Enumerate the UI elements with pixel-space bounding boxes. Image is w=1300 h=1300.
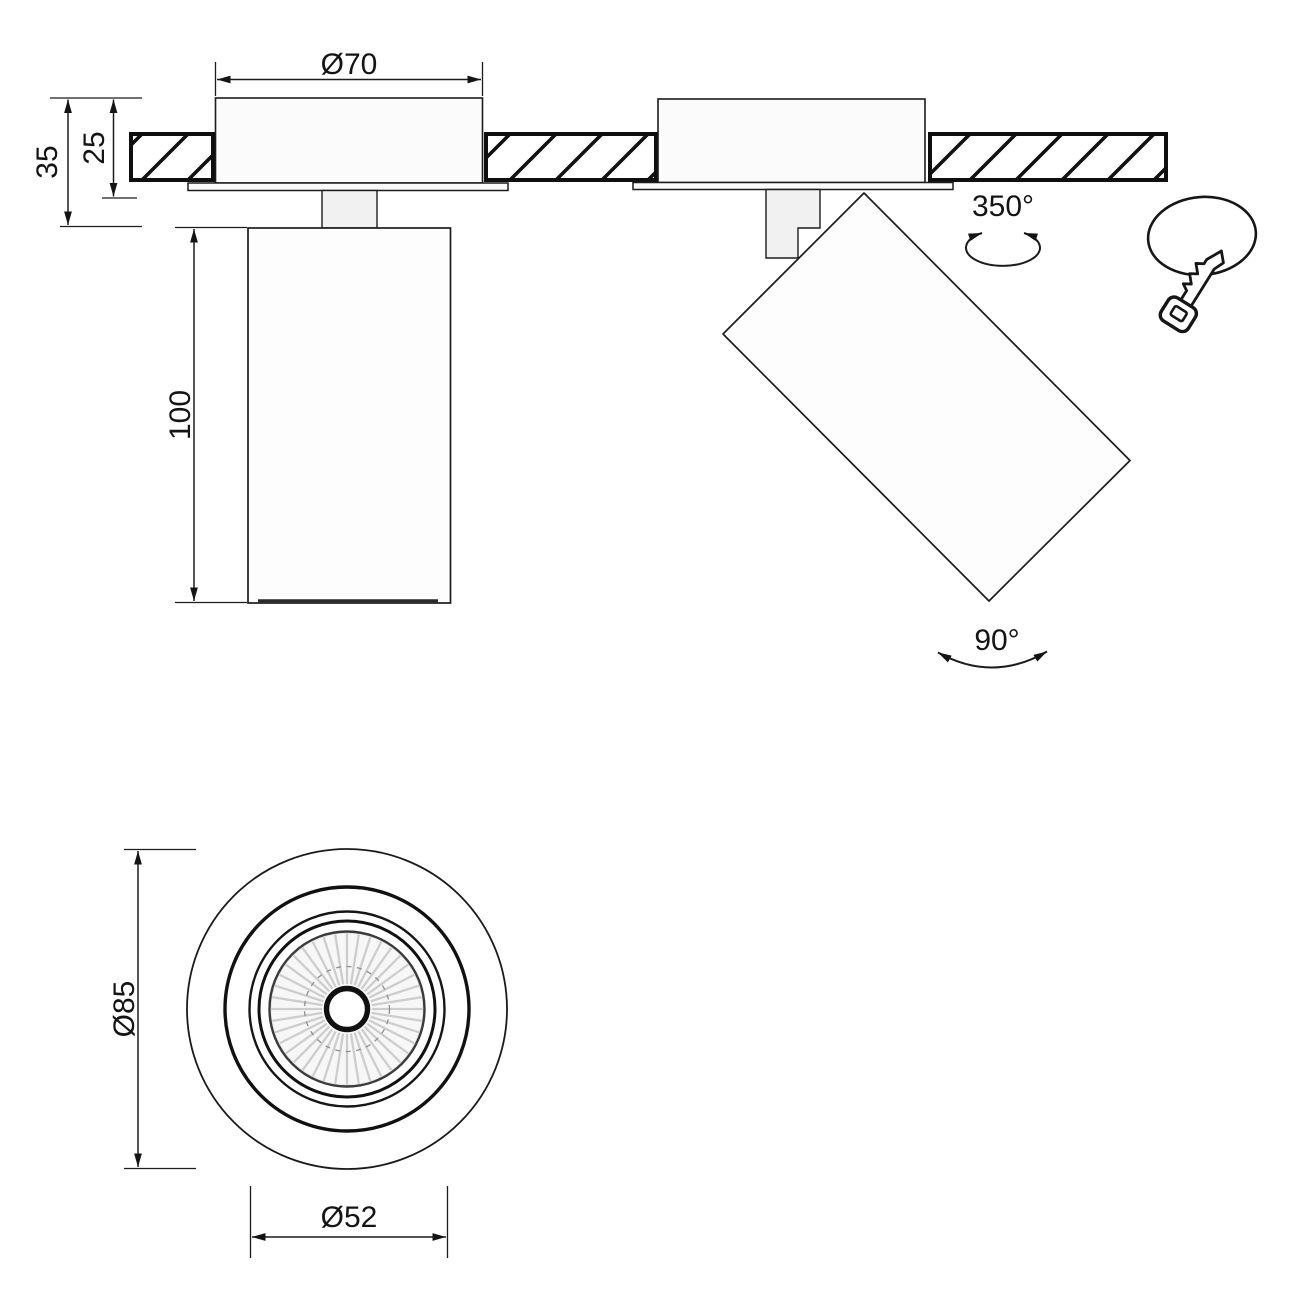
mounting-flange	[187, 182, 509, 192]
ceiling-segment-middle	[484, 132, 658, 182]
trim-circle	[257, 919, 437, 1099]
dimension-plate-depth-25: 25	[78, 99, 137, 199]
outer-rim-circle	[186, 848, 508, 1170]
ceiling-segment-left	[129, 132, 215, 182]
side-view-fixture	[187, 97, 509, 604]
led-center-circle	[323, 985, 371, 1033]
ceiling-section	[129, 132, 1168, 182]
tilt-label-90: 90°	[974, 624, 1019, 657]
rotation-arrow-ellipse	[965, 232, 1041, 267]
dimension-label-100: 100	[164, 390, 197, 440]
dimension-label-dia70: Ø70	[321, 48, 378, 81]
bezel-outer-circle	[223, 885, 471, 1133]
pivot-neck-2	[765, 188, 821, 259]
mounting-box-2	[657, 98, 926, 184]
reflector-ribs	[271, 933, 423, 1085]
tilt-annotation-90: 90°	[937, 624, 1048, 669]
spot-body	[247, 227, 452, 604]
key-bow-hole	[1169, 304, 1188, 323]
bezel-inner-circle	[248, 910, 446, 1108]
dimension-outer-diameter-85: Ø85	[108, 848, 196, 1170]
dimension-label-dia52: Ø52	[321, 1201, 378, 1234]
tilt-arrow-arc	[937, 650, 1048, 669]
mounting-box	[214, 97, 484, 184]
key-icon	[1146, 195, 1258, 334]
dimension-total-depth-35: 35	[31, 97, 142, 228]
dimension-label-35: 35	[31, 145, 64, 178]
dimension-plate-diameter: Ø70	[214, 48, 484, 96]
rotation-annotation-350: 350°	[965, 190, 1041, 267]
key-blade	[1178, 249, 1225, 309]
bottom-view: Ø85 Ø52	[108, 848, 508, 1258]
reflector-edge-circle	[268, 930, 426, 1088]
dimension-label-dia85: Ø85	[108, 981, 141, 1038]
rotation-label-350: 350°	[972, 190, 1034, 223]
mounting-flange-2	[632, 181, 954, 191]
ceiling-segment-right	[928, 132, 1168, 182]
pivot-neck	[321, 189, 378, 229]
dimension-inner-diameter-52: Ø52	[249, 1186, 449, 1258]
led-dashed-circle	[303, 965, 391, 1053]
dimension-body-length-100: 100	[164, 226, 247, 604]
tilt-view-fixture	[632, 98, 1131, 602]
spot-body-tilted	[722, 192, 1131, 602]
dimension-label-25: 25	[78, 131, 111, 164]
